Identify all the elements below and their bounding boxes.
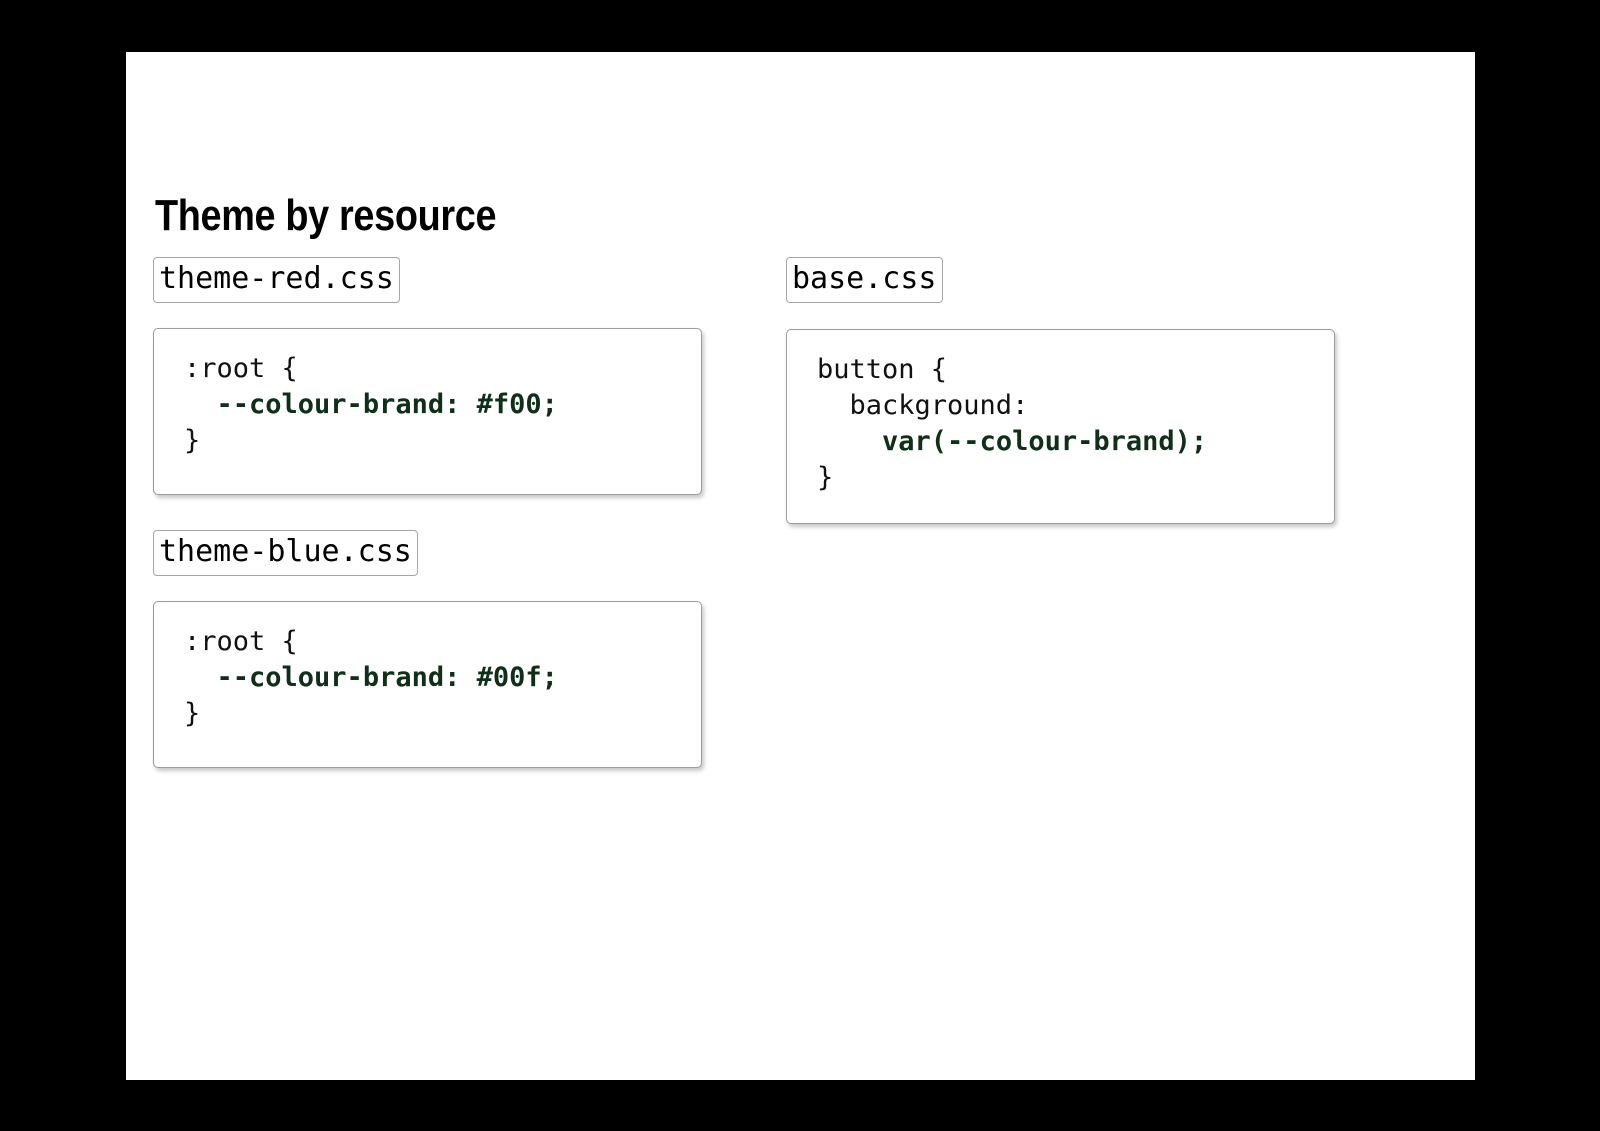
page-title: Theme by resource (155, 191, 497, 241)
code-card-theme-red[interactable]: :root { --colour-brand: #f00; } (153, 328, 702, 495)
code-token: --colour-brand: #00f; (216, 662, 558, 693)
filename-chip-theme-red[interactable]: theme-red.css (153, 257, 400, 303)
code-token: } (184, 698, 201, 729)
code-card-theme-blue[interactable]: :root { --colour-brand: #00f; } (153, 601, 702, 768)
code-block-theme-blue: :root { --colour-brand: #00f; } (184, 624, 673, 732)
code-token: var(--colour-brand); (882, 426, 1208, 457)
code-token: :root { (184, 353, 298, 384)
code-token (817, 426, 882, 457)
code-token: background: (817, 390, 1029, 421)
code-token: :root { (184, 626, 298, 657)
slide-canvas: Theme by resource theme-red.css :root { … (126, 52, 1475, 1080)
resource-group-theme-red: theme-red.css :root { --colour-brand: #f… (153, 257, 702, 495)
code-token: --colour-brand: #f00; (216, 389, 558, 420)
code-token (184, 662, 217, 693)
code-token: } (184, 425, 201, 456)
code-token (184, 389, 217, 420)
code-block-base: button { background: var(--colour-brand)… (817, 352, 1306, 496)
code-block-theme-red: :root { --colour-brand: #f00; } (184, 351, 673, 459)
code-card-base[interactable]: button { background: var(--colour-brand)… (786, 329, 1335, 524)
code-token: } (817, 462, 834, 493)
code-token: button { (817, 354, 948, 385)
filename-chip-base[interactable]: base.css (786, 257, 943, 303)
resource-group-base: base.css button { background: var(--colo… (786, 257, 1335, 524)
resource-group-theme-blue: theme-blue.css :root { --colour-brand: #… (153, 530, 702, 768)
filename-chip-theme-blue[interactable]: theme-blue.css (153, 530, 418, 576)
